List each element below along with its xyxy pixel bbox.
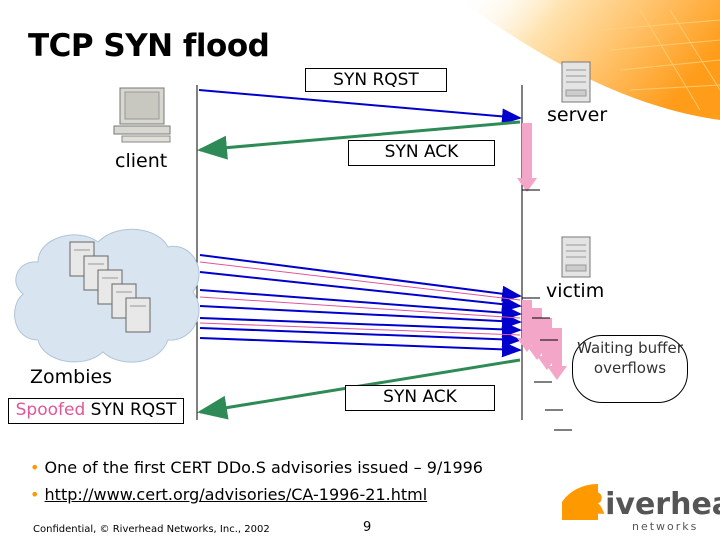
victim-buffers [517,300,567,380]
brand-sub: networks [632,520,699,533]
victim-server-icon [561,236,591,278]
victim-label: victim [546,280,605,302]
server-icon [561,61,591,103]
syn-ack-top-box: SYN ACK [348,140,495,166]
spoofed-box: Spoofed SYN RQST [8,398,184,424]
syn-ack-bottom-box: SYN ACK [345,385,495,411]
cloud-icon [14,228,200,363]
bullet-1-text: One of the first CERT DDo.S advisories i… [44,458,483,477]
spoofed-rest: SYN RQST [85,400,177,420]
bullet-dot: • [30,458,40,477]
bullet-dot: • [30,485,40,504]
cert-advisory-link[interactable]: http://www.cert.org/advisories/CA-1996-2… [44,485,428,504]
syn-ack-top-arrow [197,120,521,160]
syn-rqst-box: SYN RQST [305,68,447,92]
orange-decoration [460,0,720,120]
brand-name: Riverhead [582,490,720,520]
footer-text: Confidential, © Riverhead Networks, Inc.… [33,524,270,535]
syn-rqst-arrow [198,89,522,125]
flood-arrows [199,254,522,358]
victim-ticks [522,297,572,431]
server-label: server [547,104,608,126]
server-buffer [517,123,540,192]
computer-icon [113,87,171,143]
brand-r: R [582,487,606,522]
bullet-2: • http://www.cert.org/advisories/CA-1996… [30,485,427,504]
waiting-bubble: Waiting buffer overflows [572,335,688,403]
page-number: 9 [363,520,372,535]
brand-logo-icon [562,484,598,520]
bullet-1: • One of the first CERT DDo.S advisories… [30,458,483,477]
zombies-label: Zombies [30,366,113,388]
spoofed-lines [199,261,521,336]
spoofed-word: Spoofed [15,400,86,420]
slide-title: TCP SYN flood [28,28,270,64]
brand-rest: iverhead [605,487,720,522]
client-label: client [115,150,168,172]
